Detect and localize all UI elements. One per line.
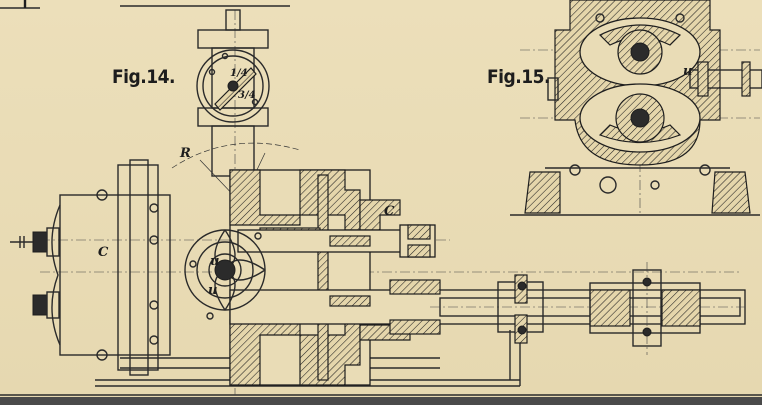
valve-mark-lower: 3/4	[238, 90, 256, 101]
part-letter-r: R	[180, 146, 191, 161]
inlet-valve	[196, 9, 270, 177]
part-letter-u-lower: u	[208, 283, 218, 298]
fig14-label: Fig.14.	[112, 66, 176, 88]
rotor-cross-section	[184, 229, 266, 320]
bottom-border	[0, 397, 762, 405]
part-letter-c-left: C	[98, 245, 109, 260]
part-letter-u-fig15: u	[683, 64, 693, 79]
drive-shaft	[430, 262, 745, 355]
pump-body-section	[229, 169, 746, 386]
rear-casing	[10, 159, 171, 376]
fig15-drawing	[510, 0, 762, 216]
valve-mark-upper: 1/4	[230, 68, 248, 79]
fig14-drawing	[10, 9, 746, 395]
part-letter-u-upper: u	[210, 254, 220, 269]
part-letter-c-right: C	[384, 204, 395, 219]
top-border-lines	[0, 0, 290, 9]
fig15-label: Fig.15.	[487, 66, 551, 88]
